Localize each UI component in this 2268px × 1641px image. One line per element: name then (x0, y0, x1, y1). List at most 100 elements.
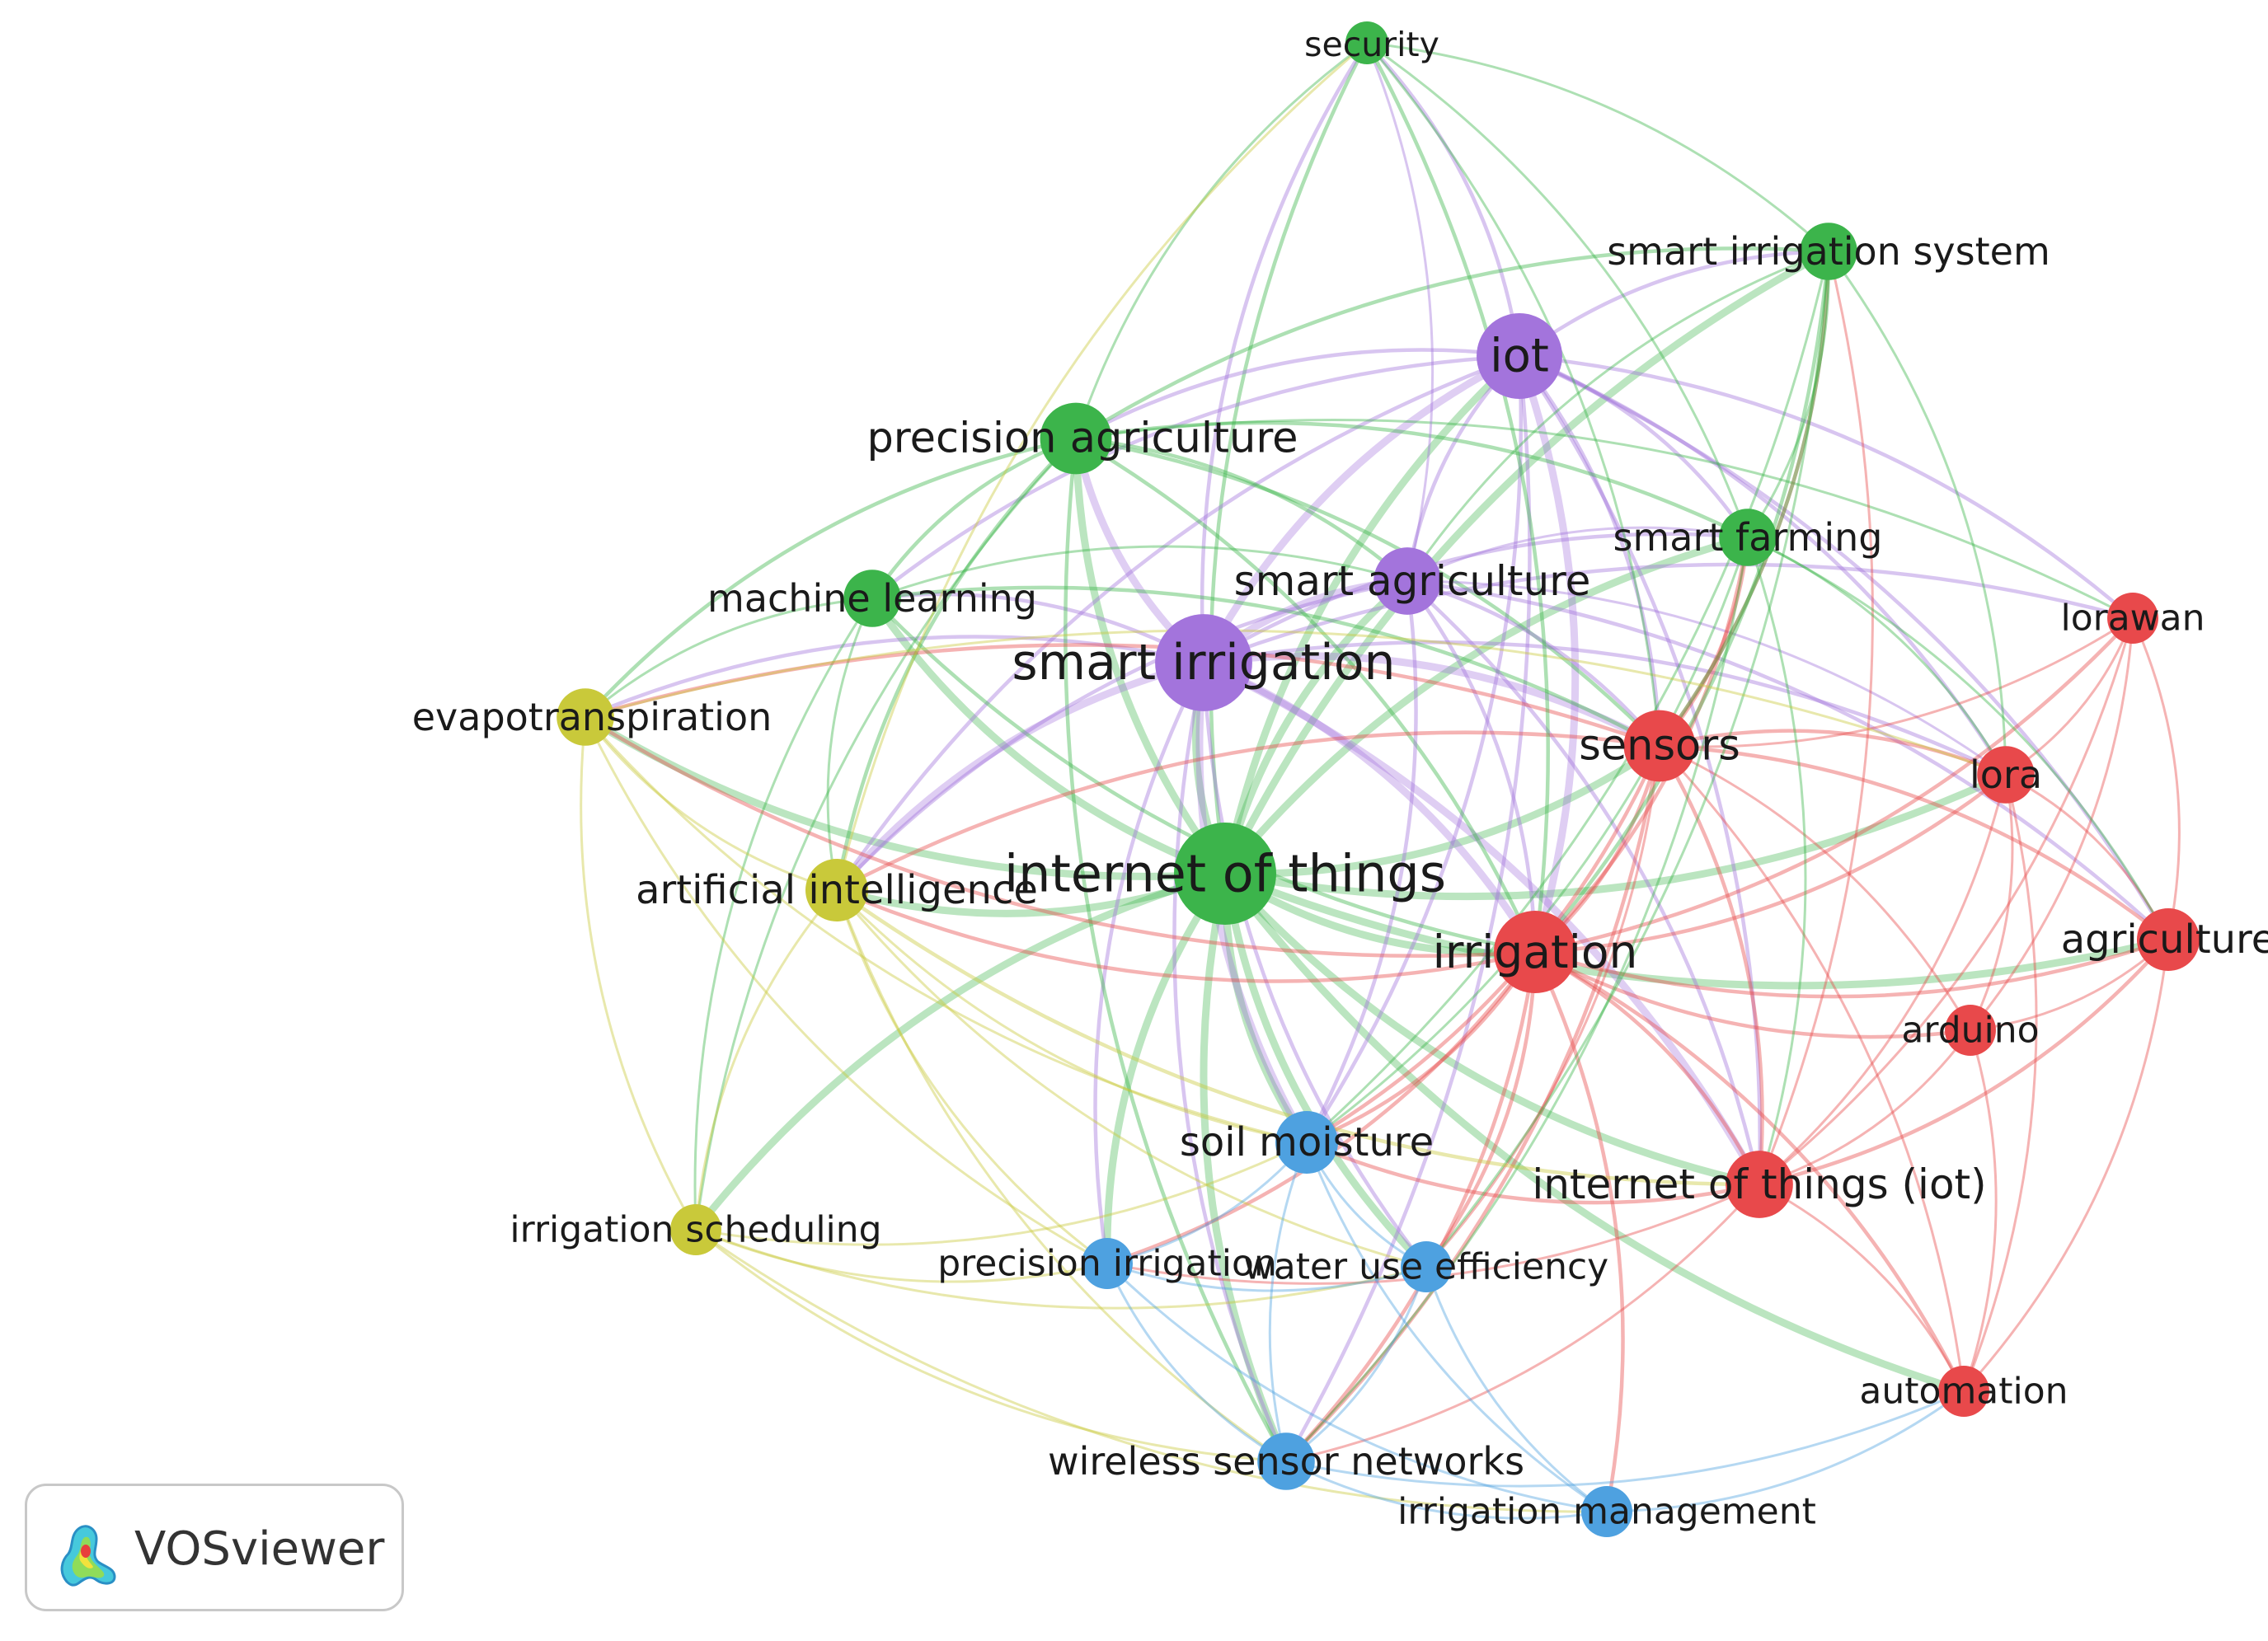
node-agriculture[interactable] (2137, 908, 2200, 971)
edge-internet-of-things-precision-agriculture (1072, 438, 1228, 876)
label-water-use-efficiency[interactable]: water use efficiency (1244, 1246, 1608, 1288)
edge-smart-irrigation-iot (1200, 352, 1522, 665)
node-machine-learning[interactable] (843, 570, 901, 627)
edge-sensors-water-use-efficiency (1425, 745, 1661, 1268)
label-agriculture[interactable]: agriculture (2061, 917, 2268, 963)
edge-smart-irrigation-system-smart-farming (1746, 251, 1830, 538)
node-sensors[interactable] (1623, 710, 1696, 782)
edge-smart-irrigation-system-water-use-efficiency (1425, 251, 1830, 1268)
edge-irrigation-management-automation (1606, 1390, 1965, 1513)
node-internet-of-things[interactable] (1174, 823, 1276, 925)
edge-agriculture-automation (1962, 939, 2170, 1393)
edge-internet-of-things-agriculture (1223, 870, 2170, 990)
label-lora[interactable]: lora (1970, 753, 2042, 797)
node-arduino[interactable] (1945, 1005, 1996, 1056)
label-lorawan[interactable]: lorawan (2060, 598, 2205, 640)
edge-internet-of-things-evapotranspiration (583, 714, 1226, 880)
edge-internet-of-things-security (1209, 41, 1369, 874)
label-soil-moisture[interactable]: soil moisture (1180, 1119, 1434, 1165)
edge-smart-agriculture-sensors (1406, 579, 1661, 748)
label-precision-agriculture[interactable]: precision agriculture (866, 415, 1298, 463)
edge-precision-irrigation-irrigation-management (1106, 1262, 1608, 1513)
label-precision-irrigation[interactable]: precision irrigation (937, 1243, 1277, 1285)
edge-precision-agriculture-smart-irrigation-system (1074, 246, 1829, 440)
label-wireless-sensor-networks[interactable]: wireless sensor networks (1048, 1439, 1524, 1484)
edge-water-use-efficiency-irrigation-management (1425, 1266, 1608, 1513)
edge-evapotranspiration-artificial-intelligence (584, 716, 838, 892)
label-internet-of-things[interactable]: internet of things (1004, 844, 1446, 904)
edge-iot-irrigation (1515, 354, 1580, 954)
label-evapotranspiration[interactable]: evapotranspiration (412, 695, 772, 739)
edge-irrigation-scheduling-precision-irrigation (695, 1228, 1108, 1283)
edge-lora-lorawan (2005, 617, 2134, 776)
node-irrigation[interactable] (1494, 911, 1576, 993)
edge-artificial-intelligence-soil-moisture (835, 888, 1308, 1144)
edge-sensors-automation (1658, 744, 1965, 1392)
edge-internet-of-things-machine-learning (869, 596, 1227, 878)
label-irrigation-management[interactable]: irrigation management (1397, 1491, 1816, 1533)
edge-arduino-automation (1962, 1029, 1998, 1392)
node-soil-moisture[interactable] (1275, 1111, 1338, 1174)
node-security[interactable] (1345, 21, 1388, 64)
edge-internet-of-things-smart-farming (1222, 533, 1749, 876)
edge-irrigation-evapotranspiration (584, 715, 1536, 958)
node-smart-agriculture[interactable] (1373, 547, 1441, 615)
node-lora[interactable] (1977, 746, 2035, 804)
node-water-use-efficiency[interactable] (1401, 1241, 1452, 1292)
label-arduino[interactable]: arduino (1901, 1010, 2039, 1052)
edge-iot-smart-irrigation-system (1518, 249, 1829, 358)
node-precision-agriculture[interactable] (1040, 402, 1112, 475)
node-smart-irrigation-system[interactable] (1800, 223, 1857, 280)
node-irrigation-scheduling[interactable] (670, 1204, 721, 1255)
node-automation[interactable] (1938, 1366, 1989, 1417)
edge-iot-artificial-intelligence (835, 354, 1520, 892)
edge-irrigation-agriculture (1534, 937, 2169, 999)
edge-lorawan-internet-of-things-iot (1759, 617, 2134, 1186)
edge-smart-farming-security (1366, 41, 1749, 538)
edge-smart-agriculture-agriculture (1406, 579, 2170, 941)
vosviewer-logo-icon (60, 1525, 116, 1587)
node-evapotranspiration[interactable] (556, 688, 614, 746)
label-smart-farming[interactable]: smart farming (1613, 515, 1883, 560)
edge-smart-irrigation-sensors (1203, 652, 1662, 749)
label-irrigation[interactable]: irrigation (1433, 926, 1638, 978)
label-iot[interactable]: iot (1490, 330, 1549, 383)
edge-iot-sensors (1518, 354, 1662, 747)
label-internet-of-things-iot[interactable]: internet of things (iot) (1532, 1160, 1986, 1208)
node-smart-irrigation[interactable] (1155, 614, 1252, 711)
label-smart-agriculture[interactable]: smart agriculture (1234, 557, 1591, 605)
vosviewer-badge[interactable]: VOSviewer (25, 1484, 404, 1611)
edge-smart-farming-internet-of-things-iot (1746, 537, 1807, 1185)
edge-smart-farming-lora (1747, 536, 2007, 776)
node-lorawan[interactable] (2107, 593, 2158, 644)
node-internet-of-things-iot[interactable] (1726, 1151, 1793, 1218)
node-iot[interactable] (1477, 313, 1562, 399)
edge-smart-irrigation-evapotranspiration (585, 635, 1204, 720)
node-smart-farming[interactable] (1719, 509, 1777, 566)
node-irrigation-management[interactable] (1581, 1486, 1632, 1537)
edge-irrigation-water-use-efficiency (1425, 951, 1538, 1268)
edge-evapotranspiration-precision-irrigation (584, 716, 1108, 1265)
node-artificial-intelligence[interactable] (805, 859, 868, 921)
edge-smart-irrigation-wireless-sensor-networks (1172, 662, 1289, 1462)
label-security[interactable]: security (1304, 25, 1439, 64)
label-irrigation-scheduling[interactable]: irrigation scheduling (509, 1209, 881, 1251)
label-machine-learning[interactable]: machine learning (707, 576, 1037, 621)
edge-security-sensors (1365, 42, 1661, 747)
edge-lora-arduino (1969, 774, 2014, 1031)
label-artificial-intelligence[interactable]: artificial intelligence (636, 867, 1038, 913)
edge-sensors-lorawan (1659, 617, 2134, 748)
edge-soil-moisture-wireless-sensor-networks (1268, 1142, 1308, 1462)
label-smart-irrigation[interactable]: smart irrigation (1012, 634, 1395, 692)
edge-smart-agriculture-smart-farming (1406, 526, 1749, 583)
edge-irrigation-scheduling-irrigation-management (695, 1228, 1608, 1513)
node-wireless-sensor-networks[interactable] (1257, 1432, 1315, 1490)
edge-iot-soil-moisture (1305, 355, 1524, 1144)
label-smart-irrigation-system[interactable]: smart irrigation system (1607, 229, 2050, 274)
label-sensors[interactable]: sensors (1579, 722, 1740, 771)
node-precision-irrigation[interactable] (1082, 1238, 1133, 1289)
label-automation[interactable]: automation (1859, 1371, 2068, 1413)
edge-precision-agriculture-smart-agriculture (1075, 436, 1409, 583)
edge-internet-of-things-iot-wireless-sensor-networks (1285, 1183, 1761, 1463)
